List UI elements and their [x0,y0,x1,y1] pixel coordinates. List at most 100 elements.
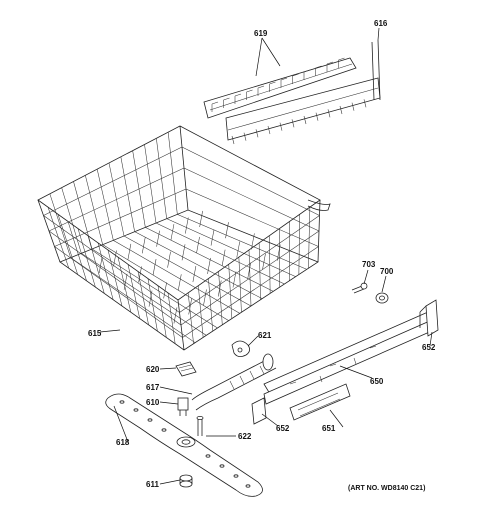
wire-line [207,257,211,274]
wire-line [185,217,189,234]
wire-line [48,167,185,232]
spray-hole [205,454,211,458]
wire-line [177,274,182,291]
wire-line [232,271,237,288]
wire-line [166,218,296,277]
label-618: 618 [116,438,130,447]
wire-line [185,188,319,247]
wire-line [221,249,226,266]
label-650: 650 [370,377,384,386]
wire-line [181,244,186,261]
wire-line [203,289,207,306]
wire-line [152,259,157,276]
wire-line [223,97,230,101]
wire-line [188,298,192,315]
part-labels: 619 616 615 621 620 617 610 622 618 611 … [88,19,436,492]
wire-line [251,233,255,250]
end-cap-652-left [251,397,267,425]
wire-line [179,215,320,313]
wire-line [43,215,180,313]
wire-line [276,244,281,261]
label-700: 700 [380,267,394,276]
spray-hole [233,474,239,478]
wire-line [225,222,229,239]
wire-line [155,222,285,285]
wire-line [48,230,182,326]
wire-line [210,229,215,246]
wire-line [280,77,288,81]
label-617: 617 [146,383,160,392]
label-703: 703 [362,260,376,269]
wire-line [123,235,252,307]
spray-hole [133,408,139,412]
wire-line [246,89,253,93]
wire-line [339,105,343,115]
wire-line [196,236,200,253]
clip-621 [231,340,250,357]
wire-line [123,273,128,290]
wire-line [180,230,320,326]
wire-line [54,188,187,247]
wire-line [148,290,153,307]
spray-arm-618 [105,393,263,497]
slide-carriage-651 [289,383,351,421]
wire-line [163,282,167,299]
wire-line [351,102,355,111]
wire-line [231,135,235,145]
wire-line [182,246,319,338]
wire-line [211,101,219,105]
knob-700 [375,292,389,304]
label-611: 611 [146,480,159,489]
wire-line [338,57,345,61]
wire-line [236,241,241,258]
label-615: 615 [88,329,102,338]
spray-hole [119,400,125,404]
cap-611 [179,474,193,488]
wire-line [192,266,197,283]
wire-line [257,85,265,89]
wire-line [292,73,299,77]
wire-line [262,253,266,270]
wire-line [127,243,132,260]
slide-rail-650 [263,311,435,405]
wire-line [303,115,307,125]
wire-line [267,125,271,135]
label-651: 651 [322,424,336,433]
label-622: 622 [238,432,252,441]
pin-622 [196,415,204,436]
wire-line [167,251,171,268]
wire-line [156,230,160,247]
label-610: 610 [146,398,160,407]
wire-line [102,244,229,321]
wire-line [173,307,178,324]
wire-line [199,210,203,228]
dish-rack-615 [37,125,331,351]
spray-hole [161,428,167,432]
wire-line [315,65,322,69]
screw-703 [351,282,368,294]
wire-line [243,132,247,141]
wire-line [113,250,117,267]
spray-hole [219,464,225,468]
wire-line [279,122,283,131]
art-number: (ART NO. WD8140 C21) [348,485,425,492]
wire-line [291,119,295,128]
block-620 [175,361,197,377]
spray-hole [245,484,251,488]
wire-line [134,231,263,299]
wire-line [247,262,252,279]
wire-line [98,256,103,274]
wire-line [91,248,218,329]
label-621: 621 [258,331,272,340]
leader-lines [99,27,433,485]
wire-line [363,99,367,108]
label-620: 620 [146,365,160,374]
wire-line [145,227,274,292]
wire-line [255,129,259,138]
rack-rails-616 [203,39,381,145]
wire-line [141,237,146,254]
wire-line [113,240,240,314]
wire-line [217,280,222,297]
wire-line [269,81,276,85]
